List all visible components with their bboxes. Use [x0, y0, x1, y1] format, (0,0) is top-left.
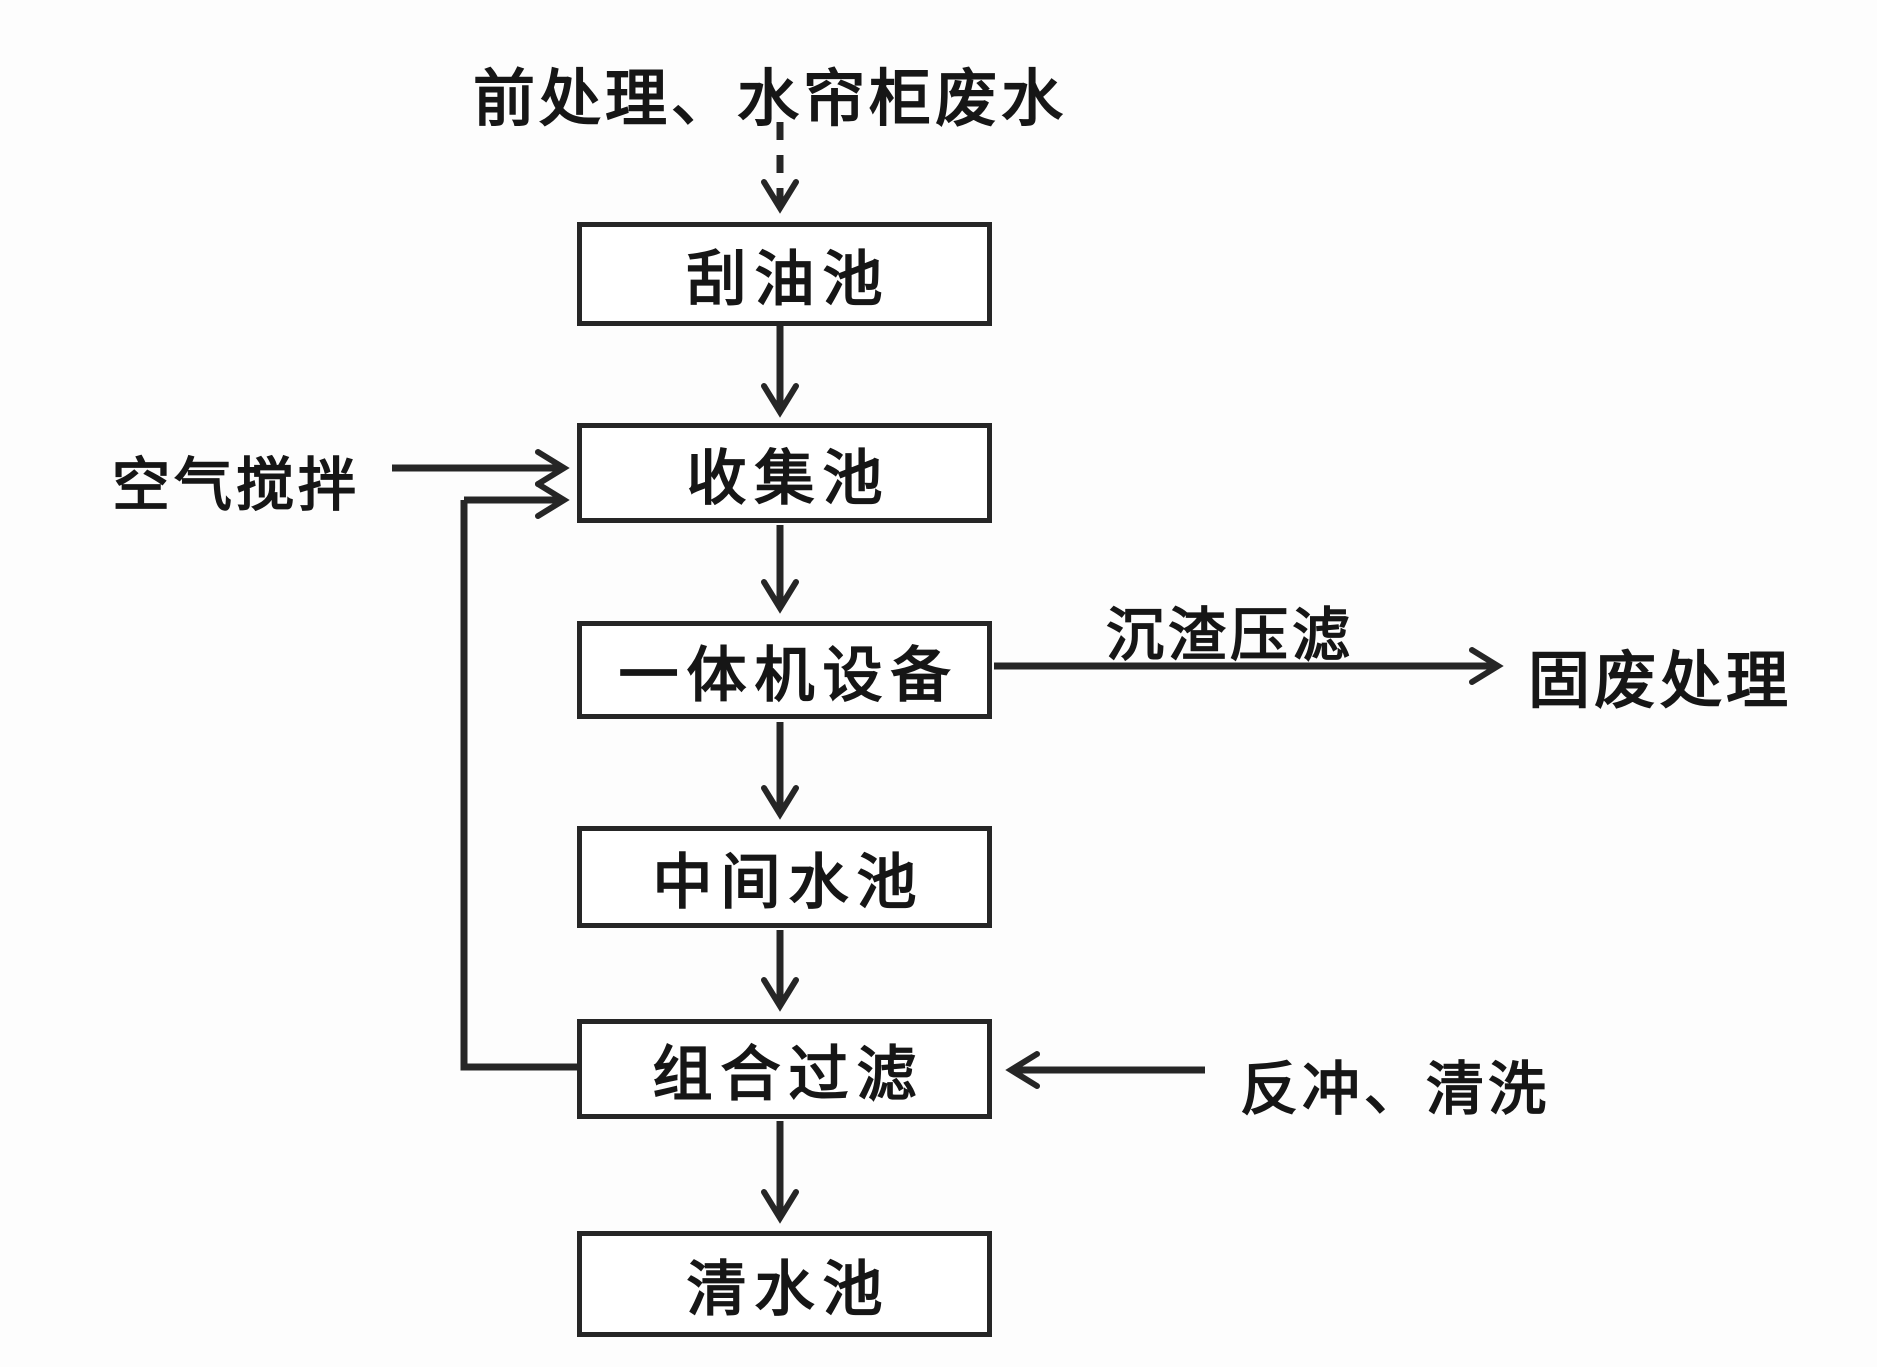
node-integrated-machine: 一体机设备 [577, 621, 992, 719]
sludge-press-filtration-label: 沉渣压滤 [1105, 603, 1354, 668]
feedback-line-combined-filter-to-collection [460, 500, 577, 1071]
node-intermediate-tank: 中间水池 [577, 826, 992, 928]
node-collection-tank: 收集池 [577, 423, 992, 523]
air-agitation-label: 空气搅拌 [112, 453, 361, 518]
node-clean-water-tank: 清水池 [577, 1231, 992, 1337]
backwash-cleaning-label: 反冲、清洗 [1240, 1057, 1551, 1122]
node-oil-scraping-tank: 刮油池 [577, 222, 992, 326]
node-combined-filter: 组合过滤 [577, 1019, 992, 1119]
source-label: 前处理、水帘柜废水 [472, 65, 1067, 134]
solid-waste-treatment-label: 固废处理 [1528, 647, 1793, 716]
